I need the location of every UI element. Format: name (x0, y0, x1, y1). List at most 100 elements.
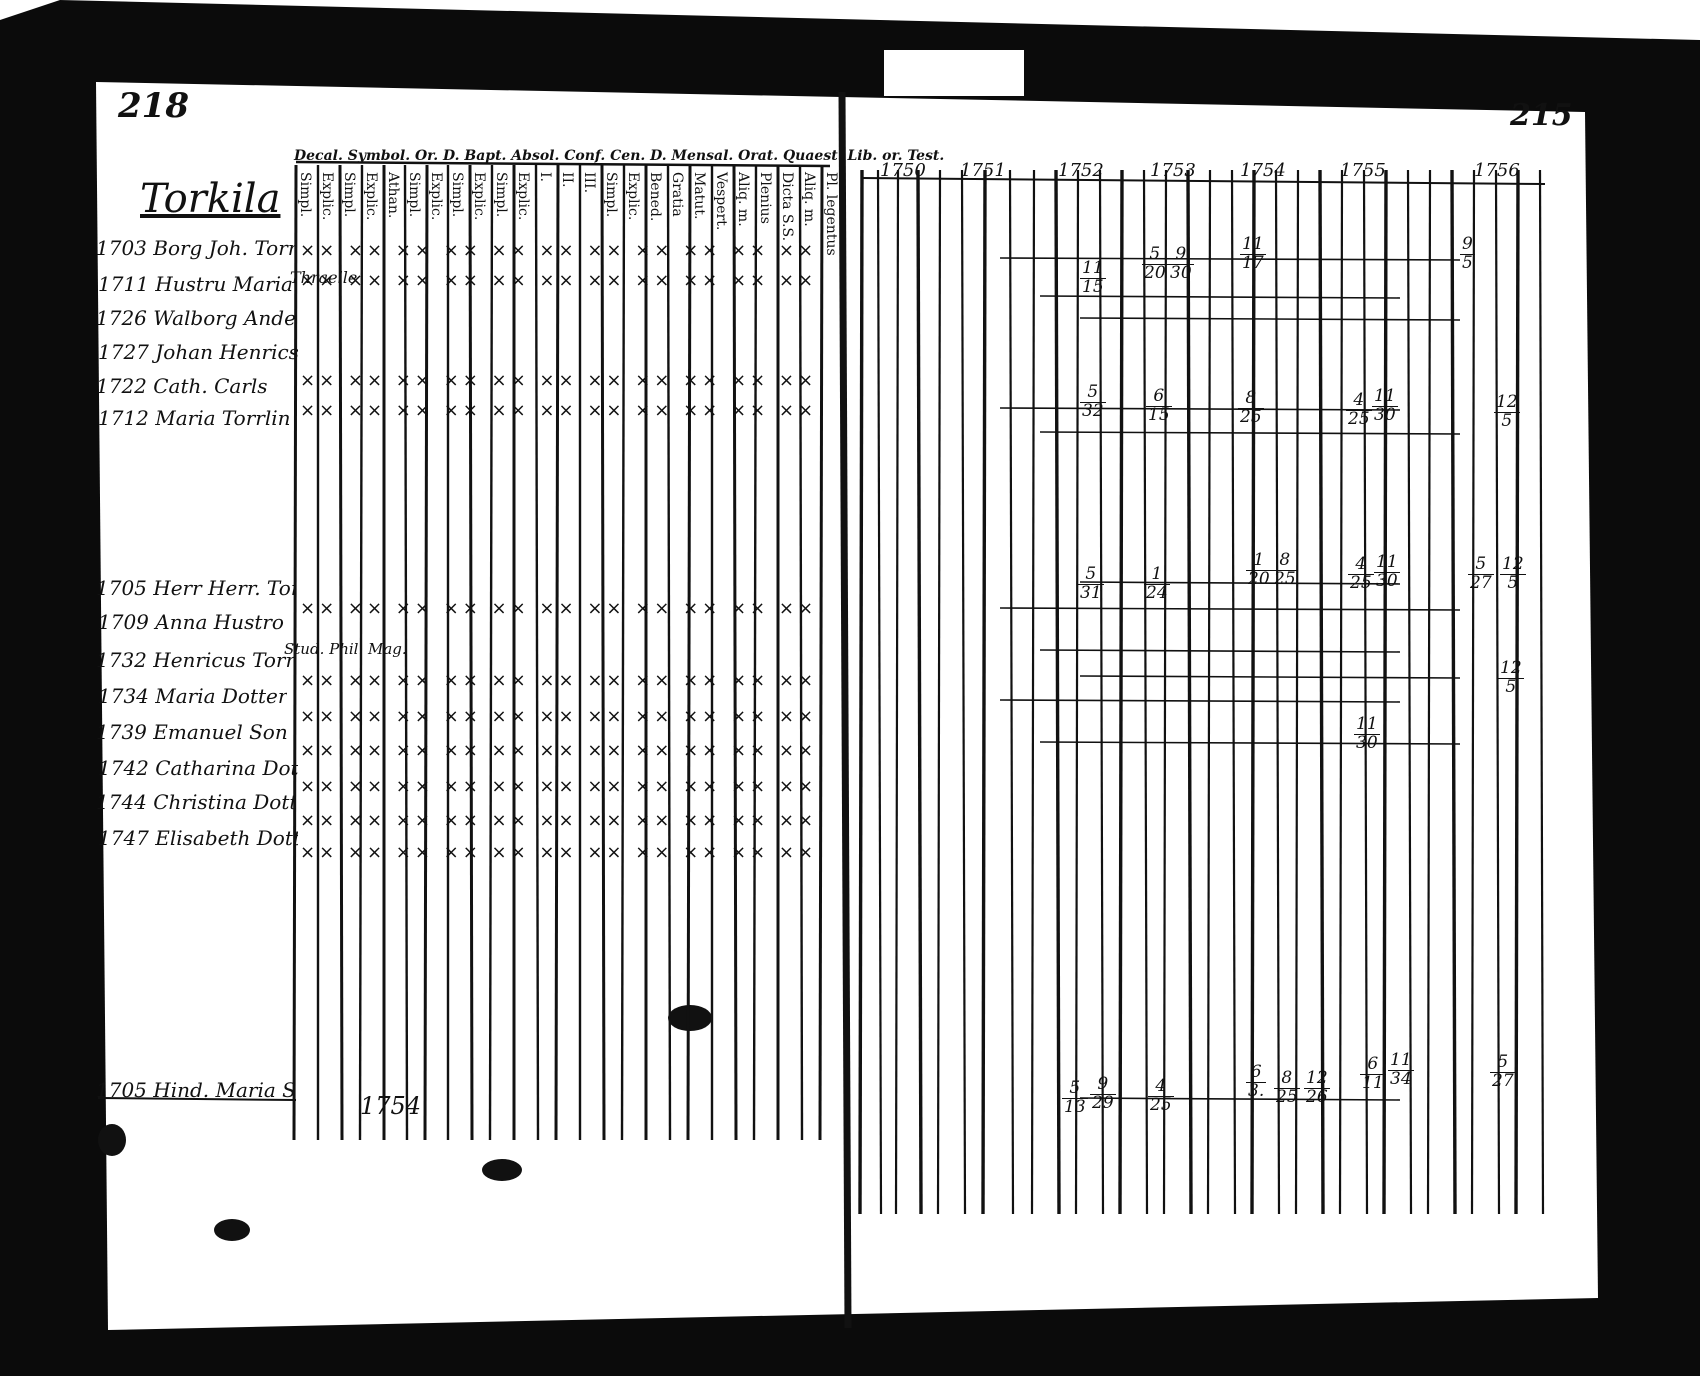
column-subheader: III. (581, 172, 597, 194)
tally-denominator: 20 (1144, 262, 1166, 283)
row-line (861, 177, 1546, 185)
row-note: Thraelle (290, 268, 358, 287)
column-rule (981, 169, 987, 1215)
column-rule (1318, 169, 1325, 1215)
column-subheader: Simpl. (341, 172, 357, 218)
tally-numerator: 1 (1246, 551, 1272, 571)
column-rule (534, 164, 540, 1141)
column-rule (916, 169, 923, 1215)
row-line (1079, 317, 1461, 321)
column-rule (1230, 169, 1237, 1215)
tally-denominator: 13 (1064, 1096, 1086, 1117)
tally-denominator: 17 (1242, 252, 1264, 273)
tally-numerator: 12 (1498, 658, 1524, 679)
column-rule (818, 164, 824, 1141)
cross-mark-row: ×× ×× ×× ×× ×× ×× ×× ×× ×× ×× ×× (300, 776, 818, 797)
tally-numerator: 11 (1374, 552, 1400, 573)
column-rule (1162, 169, 1168, 1215)
column-rule (488, 164, 494, 1141)
tally-numerator: 12 (1494, 392, 1520, 413)
tally-denominator: 30 (1376, 570, 1398, 591)
column-rule (620, 164, 626, 1141)
column-rule (1142, 169, 1149, 1215)
cross-mark-row: ×× ×× ×× ×× ×× ×× ×× ×× ×× ×× ×× (300, 842, 818, 863)
person-entry: 1739 Emanuel Son (96, 720, 288, 744)
binding-gutter (838, 91, 852, 1329)
column-rule (1250, 169, 1256, 1215)
column-rule (1470, 169, 1476, 1215)
column-header-line: Decal. Symbol. Or. D. Bapt. Absol. Conf.… (294, 148, 945, 164)
tally-denominator: 34 (1390, 1068, 1412, 1089)
tally-denominator: 25 (1150, 1094, 1172, 1115)
row-line (1039, 295, 1401, 299)
cross-mark-row: ×× ×× ×× ×× ×× ×× ×× ×× ×× ×× ×× (300, 240, 818, 261)
year-header: 1751 (960, 160, 1006, 181)
tally-numerator: 9 (1168, 245, 1194, 265)
column-rule (894, 169, 900, 1215)
column-rule (858, 169, 864, 1215)
person-entry: 1705 Hind. Maria Son (96, 1078, 296, 1102)
column-rule (358, 164, 364, 1141)
column-rule (1450, 169, 1457, 1215)
tally-denominator: 32 (1082, 400, 1104, 421)
page-number: 218 (118, 86, 189, 126)
tally-denominator: 11 (1362, 1072, 1384, 1093)
cross-mark-row: ×× ×× ×× ×× ×× ×× ×× ×× ×× ×× ×× (300, 598, 818, 619)
tally-numerator: 12 (1304, 1068, 1330, 1089)
person-entry: 1709 Anna Hustro (98, 610, 284, 634)
column-rule (1382, 169, 1388, 1215)
column-subheader: Aliq. m. (735, 172, 751, 227)
column-rule (338, 164, 344, 1141)
row-line (1079, 581, 1401, 585)
column-rule (423, 164, 429, 1141)
tally-denominator: 30 (1170, 262, 1192, 283)
column-rule (936, 169, 942, 1215)
person-entry: 1712 Maria Torrlin (98, 406, 291, 430)
row-line (1039, 741, 1461, 745)
row-line (97, 1097, 297, 1101)
column-subheader: Bened. (647, 172, 663, 222)
column-rule (1118, 169, 1124, 1215)
person-entry: 1732 Henricus Torrlin (96, 648, 296, 672)
column-rule (1426, 169, 1432, 1215)
row-line (1079, 675, 1461, 679)
tally-denominator: 27 (1470, 572, 1492, 593)
tally-numerator: 8 (1238, 389, 1264, 409)
person-entry: 1744 Christina Dotter (96, 790, 296, 814)
row-line (1079, 1097, 1401, 1101)
column-rule (798, 164, 804, 1141)
bottom-note: 1754 (360, 1092, 422, 1120)
tally-denominator: 25 (1274, 568, 1296, 589)
tally-numerator: 4 (1148, 1077, 1174, 1097)
tally-denominator: 30 (1374, 404, 1396, 425)
ink-blot (214, 1219, 250, 1241)
cross-mark-row: ×× ×× ×× ×× ×× ×× ×× ×× ×× ×× ×× (300, 810, 818, 831)
column-rule (1338, 169, 1344, 1215)
year-header: 1755 (1340, 160, 1386, 181)
column-rule (403, 164, 409, 1141)
tally-numerator: 8 (1272, 551, 1298, 571)
row-line (1039, 649, 1401, 653)
column-rule (600, 164, 606, 1141)
column-rule (292, 164, 298, 1141)
tally-numerator: 5 (1062, 1079, 1088, 1099)
tally-numerator: 4 (1348, 555, 1374, 575)
row-lines (97, 160, 1546, 1101)
tally-numerator: 9 (1090, 1075, 1116, 1095)
column-rule (1206, 169, 1212, 1215)
column-subheader: Plenius (757, 172, 773, 224)
tally-numerator: 5 (1142, 245, 1168, 265)
row-line (1039, 431, 1461, 435)
right-page-number: 215 (1510, 98, 1573, 133)
